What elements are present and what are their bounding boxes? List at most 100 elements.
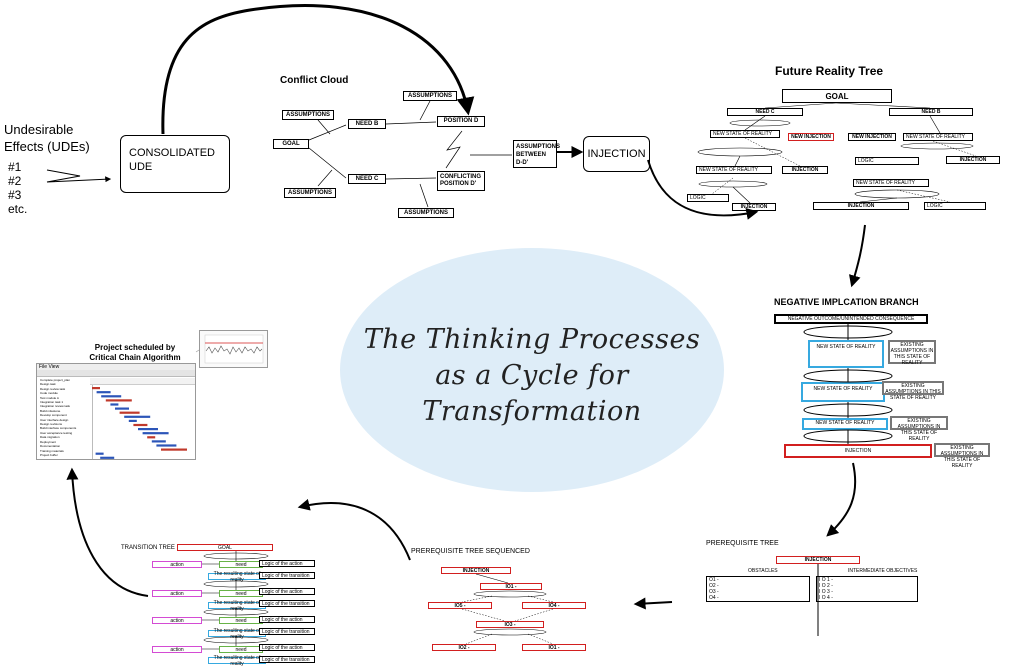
cc-task-bar	[133, 423, 148, 427]
cloud-lines	[308, 100, 512, 208]
cc-title-line-2: Critical Chain Algorithm	[89, 353, 181, 362]
cc-task-row: Documentation	[40, 444, 61, 449]
frt-goal-box: GOAL	[782, 89, 892, 103]
frt-injection-box: INJECTION	[782, 166, 828, 174]
arc-injection-to-frt	[647, 159, 759, 220]
cc-task-row: Training materials	[40, 448, 64, 453]
cc-task-bar	[128, 419, 137, 422]
pt-intermediate-label: INTERMEDIATE OBJECTIVES	[848, 568, 918, 574]
cc-task-row: Design task	[40, 382, 56, 387]
cc-task-row: Code module	[40, 391, 58, 396]
tt-logic-box: Logic of the transition	[259, 656, 315, 663]
cloud-ab-line-1: ASSUMPTIONS	[516, 144, 561, 150]
cloud-assumptions-between-box: ASSUMPTIONS BETWEEN D-D'	[513, 140, 561, 168]
cc-task-bar	[124, 415, 151, 418]
cc-buffer-link	[195, 349, 200, 353]
cloud-title: Conflict Cloud	[280, 75, 349, 86]
injection-box: INJECTION	[583, 136, 650, 172]
frt-state-box: NEW STATE OF REALITY	[710, 130, 780, 138]
cc-bars	[92, 387, 187, 459]
cloud-conflicting-box: CONFLICTING POSITION D'	[437, 171, 485, 191]
nib-existing-box: EXISTING ASSUMPTIONS IN THIS STATE OF RE…	[934, 443, 990, 469]
nib-lines	[803, 324, 893, 444]
cc-task-row: Test module A	[40, 395, 59, 400]
pt-obstacles-box: O1 - O2 - O3 - O4 -	[706, 576, 810, 602]
cloud-conflicting-line-2: POSITION D'	[440, 181, 477, 187]
cc-task-bar	[147, 436, 156, 439]
cc-task-row: User interface design	[40, 417, 69, 422]
cloud-conflicting-line-1: CONFLICTING	[440, 174, 481, 180]
arc-ude-to-cloud	[161, 4, 475, 135]
pts-io-box: IO1 -	[480, 583, 542, 590]
frt-injection-box: INJECTION	[813, 202, 909, 210]
cloud-assumptions-box: ASSUMPTIONS	[403, 91, 457, 101]
cloud-assumptions-box: ASSUMPTIONS	[398, 208, 454, 218]
cc-task-bar	[151, 440, 166, 443]
cc-task-bar	[119, 411, 140, 414]
cc-title-line-1: Project scheduled by	[94, 343, 176, 352]
frt-logic-box: LOGIC	[687, 194, 729, 202]
arrow-frt-to-nib	[849, 224, 866, 288]
ude-list: #1 #2 #3 etc.	[8, 160, 27, 216]
cc-task-row: Design revisions	[40, 422, 63, 427]
ude-item: #1	[8, 160, 22, 174]
ude-title-line-1: Undesirable	[4, 122, 74, 137]
cc-task-row: Integration review task	[40, 404, 71, 409]
pts-io-box: IO1 -	[522, 644, 586, 651]
frt-need-b-box: NEED B	[889, 108, 973, 116]
cloud-assumptions-box: ASSUMPTIONS	[282, 110, 334, 120]
tt-logic-box: Logic of the action	[259, 644, 315, 651]
cc-task-row: Build interface components	[40, 426, 77, 431]
pt-io-item: I O 1 -	[819, 577, 833, 583]
frt-title: Future Reality Tree	[775, 64, 884, 78]
tt-logic-box: Logic of the action	[259, 588, 315, 595]
arrow-pts-to-tt	[297, 498, 411, 561]
tt-lines	[202, 551, 269, 650]
nib-injection-box: INJECTION	[784, 444, 932, 458]
pts-lines	[473, 573, 547, 636]
cc-menu: File View	[37, 364, 195, 370]
frt-need-c-box: NEED C	[727, 108, 803, 116]
cc-task-bar	[138, 428, 158, 431]
cc-toolbar	[37, 370, 195, 377]
pts-io-box: IO2 -	[432, 644, 496, 651]
tt-goal-box: GOAL	[177, 544, 273, 551]
cc-task-bar	[96, 391, 111, 394]
pt-obstacle-item: O2 -	[709, 583, 719, 589]
pt-obstacle-item: O4 -	[709, 595, 719, 601]
pt-io-item: I O 2 -	[819, 583, 833, 589]
cc-buffer-chart	[199, 330, 268, 368]
cloud-ab-line-3: D-D'	[516, 160, 529, 166]
ude-item: #2	[8, 174, 22, 188]
nib-existing-box: EXISTING ASSUMPTIONS IN THIS STATE OF RE…	[890, 416, 948, 442]
tt-action-box: action	[152, 617, 202, 624]
nib-title: NEGATIVE IMPLCATION BRANCH	[774, 297, 919, 307]
arrow-nib-to-pt	[826, 462, 857, 537]
pt-obstacle-item: O3 -	[709, 589, 719, 595]
cc-buffer-line	[204, 334, 264, 364]
consolidated-ude-box: CONSOLIDATED UDE	[120, 135, 230, 193]
cc-task-bar	[115, 407, 129, 410]
cc-task-row: User acceptance testing	[40, 430, 73, 435]
nib-negative-box: NEGATIVE OUTCOME/UNINTENDED CONSEQUENCE	[774, 314, 928, 324]
tt-action-box: action	[152, 646, 202, 653]
pt-io-item: I O 3 -	[819, 589, 833, 595]
cc-task-row: Deployment	[40, 439, 57, 444]
nib-state-box: NEW STATE OF REALITY	[802, 418, 888, 430]
tt-title: TRANSITION TREE	[121, 545, 175, 551]
center-ellipse	[340, 248, 724, 492]
cc-title: Project scheduled by Critical Chain Algo…	[60, 343, 210, 363]
cloud-need-c-box: NEED C	[348, 174, 386, 184]
pt-injection-box: INJECTION	[776, 556, 860, 564]
tt-logic-box: Logic of the action	[259, 560, 315, 567]
ude-title-line-2: Effects (UDEs)	[4, 139, 90, 154]
cc-task-row: Project buffer	[40, 452, 58, 457]
ude-title: Undesirable Effects (UDEs)	[4, 121, 90, 155]
cc-task-bar	[142, 432, 169, 435]
pts-io-box: IO4 -	[522, 602, 586, 609]
frt-state-box: NEW STATE OF REALITY	[696, 166, 772, 174]
